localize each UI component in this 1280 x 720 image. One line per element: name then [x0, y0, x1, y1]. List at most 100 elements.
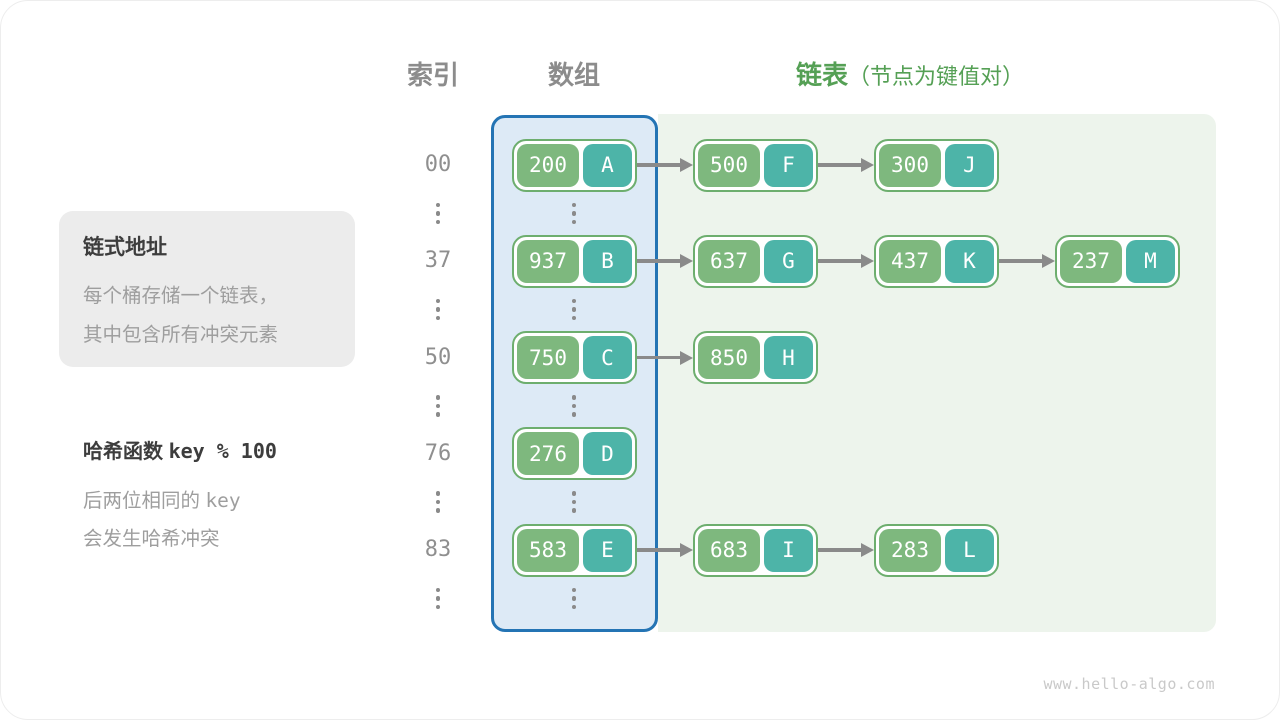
node-key-pill: 437	[879, 239, 941, 283]
ellipsis-dot	[435, 604, 441, 609]
hash-note-line1-text: 后两位相同的	[83, 490, 201, 512]
ellipsis-icon	[571, 587, 577, 609]
hash-note-line1-key: key	[205, 489, 241, 512]
ellipsis-dot	[571, 491, 577, 496]
ellipsis-icon	[435, 202, 441, 224]
node-value-pill: J	[945, 143, 994, 187]
ellipsis-dot	[571, 403, 577, 408]
info-box-title: 链式地址	[83, 236, 167, 259]
ellipsis-dot	[571, 211, 577, 216]
node-key-pill: 683	[698, 528, 760, 572]
ellipsis-dot	[435, 211, 441, 216]
ellipsis-icon	[435, 491, 441, 513]
arrow-icon	[637, 542, 693, 558]
node-value-pill: I	[764, 528, 813, 572]
ellipsis-dot	[571, 219, 577, 224]
node-key-pill: 583	[517, 528, 579, 572]
node-key-pill: 750	[517, 336, 579, 379]
arrow-icon	[818, 157, 874, 173]
arrow-icon	[818, 253, 874, 269]
node-value-pill: D	[583, 432, 632, 476]
chaining-info-box: 链式地址 每个桶存储一个链表， 其中包含所有冲突元素	[59, 211, 355, 367]
node-key-pill: 500	[698, 143, 760, 187]
ellipsis-dot	[435, 491, 441, 496]
ellipsis-dot	[435, 596, 441, 601]
arrow-icon	[637, 253, 693, 269]
node-key-pill: 850	[698, 336, 760, 379]
ellipsis-icon	[571, 202, 577, 224]
ellipsis-dot	[435, 499, 441, 505]
node-value-pill: F	[764, 143, 813, 187]
node-key-pill: 637	[698, 239, 760, 283]
ellipsis-dot	[571, 587, 577, 592]
ellipsis-dot	[571, 508, 577, 513]
node-key-pill: 237	[1060, 239, 1122, 283]
node-value-pill: C	[583, 336, 632, 379]
ellipsis-dot	[435, 307, 441, 312]
node-value-pill: L	[945, 528, 994, 572]
node-key-pill: 283	[879, 528, 941, 572]
bucket-index: 76	[424, 440, 452, 466]
ellipsis-dot	[435, 587, 441, 592]
ellipsis-dot	[571, 604, 577, 609]
index-column-header: 索引	[406, 60, 459, 90]
ellipsis-dot	[435, 395, 441, 400]
list-header-title: 链表	[796, 60, 849, 90]
ellipsis-icon	[571, 298, 577, 321]
ellipsis-icon	[435, 395, 441, 417]
list-header-note: （节点为键值对）	[848, 64, 1025, 89]
node-value-pill: A	[583, 143, 632, 187]
info-box-body: 每个桶存储一个链表， 其中包含所有冲突元素	[83, 277, 331, 355]
ellipsis-dot	[571, 298, 577, 304]
arrow-icon	[999, 253, 1055, 269]
node-value-pill: G	[764, 239, 813, 283]
node-value-pill: K	[945, 239, 994, 283]
node-key-pill: 300	[879, 143, 941, 187]
bucket-index: 37	[424, 248, 452, 274]
list-column-header: 链表（节点为键值对）	[796, 55, 1024, 92]
array-column-header: 数组	[547, 60, 600, 90]
node-value-pill: H	[764, 336, 813, 379]
ellipsis-dot	[571, 315, 577, 321]
hash-function-body: 后两位相同的 key 会发生哈希冲突	[83, 482, 383, 558]
ellipsis-dot	[435, 412, 441, 417]
node-key-pill: 276	[517, 432, 579, 476]
ellipsis-dot	[435, 315, 441, 321]
arrow-icon	[818, 542, 874, 558]
ellipsis-dot	[435, 298, 441, 304]
ellipsis-icon	[571, 491, 577, 513]
bucket-index: 83	[424, 537, 452, 562]
ellipsis-dot	[571, 596, 577, 601]
info-box-line1: 每个桶存储一个链表，	[83, 285, 279, 307]
ellipsis-dot	[435, 202, 441, 207]
ellipsis-dot	[435, 219, 441, 224]
ellipsis-dot	[435, 403, 441, 408]
arrow-icon	[637, 350, 693, 366]
hash-note-line2: 会发生哈希冲突	[83, 528, 220, 550]
hash-function-title-prefix: 哈希函数	[83, 441, 163, 463]
node-key-pill: 937	[517, 239, 579, 283]
ellipsis-icon	[571, 395, 577, 417]
ellipsis-dot	[571, 307, 577, 312]
hash-function-title: 哈希函数 key % 100	[83, 435, 383, 464]
bucket-index: 00	[424, 152, 452, 177]
ellipsis-dot	[571, 202, 577, 207]
hash-note-line1: 后两位相同的 key	[83, 482, 383, 520]
bucket-index: 50	[424, 344, 452, 370]
node-value-pill: M	[1126, 239, 1175, 283]
